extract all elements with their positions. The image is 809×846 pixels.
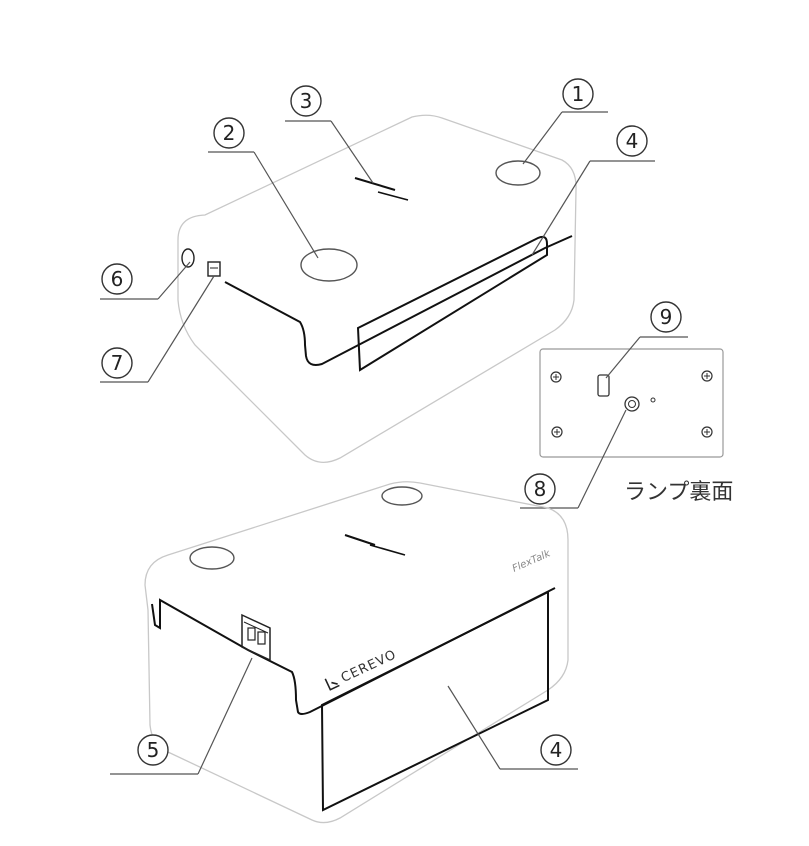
svg-text:1: 1 bbox=[572, 82, 585, 106]
callout-4-bottom: 4 bbox=[447, 685, 578, 770]
callout-9: 9 bbox=[605, 301, 688, 379]
brand-sub-logo: FlexTalk bbox=[511, 548, 553, 575]
callout-8: 8 bbox=[520, 409, 627, 509]
top-slot bbox=[354, 177, 409, 201]
rear-connector bbox=[241, 613, 271, 662]
callout-4-top: 4 bbox=[531, 125, 655, 256]
svg-text:8: 8 bbox=[534, 477, 547, 501]
callout-5: 5 bbox=[110, 657, 253, 775]
svg-text:6: 6 bbox=[111, 267, 124, 291]
svg-text:3: 3 bbox=[300, 89, 313, 113]
bottom-slot bbox=[344, 534, 406, 556]
lamp-pinhole bbox=[650, 397, 656, 403]
bottom-button-left bbox=[189, 546, 235, 570]
svg-text:5: 5 bbox=[147, 738, 160, 762]
svg-text:4: 4 bbox=[550, 738, 563, 762]
screw-icon bbox=[701, 370, 713, 382]
top-button-2 bbox=[300, 248, 358, 282]
callout-6: 6 bbox=[100, 261, 191, 300]
svg-text:2: 2 bbox=[223, 121, 236, 145]
screw-icon bbox=[551, 426, 563, 438]
callout-2: 2 bbox=[208, 117, 319, 259]
callout-7: 7 bbox=[100, 275, 215, 383]
bottom-device-rim bbox=[151, 587, 556, 715]
bottom-device-body-outline bbox=[144, 481, 569, 824]
callout-3: 3 bbox=[285, 85, 374, 184]
callout-1: 1 bbox=[522, 78, 608, 165]
lamp-switch bbox=[597, 374, 610, 397]
bottom-button-right bbox=[381, 486, 423, 506]
top-device bbox=[177, 114, 577, 463]
svg-text:9: 9 bbox=[660, 305, 673, 329]
lamp-back-panel bbox=[539, 348, 724, 458]
screw-icon bbox=[550, 371, 562, 383]
top-device-front-panel bbox=[356, 235, 548, 372]
svg-text:4: 4 bbox=[626, 129, 639, 153]
svg-text:CEREVO: CEREVO bbox=[339, 647, 399, 686]
side-ports bbox=[181, 248, 221, 277]
screw-icon bbox=[701, 426, 713, 438]
lamp-button bbox=[624, 396, 640, 412]
bottom-device: CEREVO FlexTalk bbox=[144, 481, 569, 824]
top-button-1 bbox=[495, 160, 541, 186]
lamp-caption: ランプ裏面 bbox=[624, 480, 733, 505]
svg-text:7: 7 bbox=[111, 351, 124, 375]
top-device-rim bbox=[224, 235, 573, 366]
bottom-device-front-panel bbox=[320, 590, 549, 812]
top-device-body-outline bbox=[177, 114, 577, 463]
